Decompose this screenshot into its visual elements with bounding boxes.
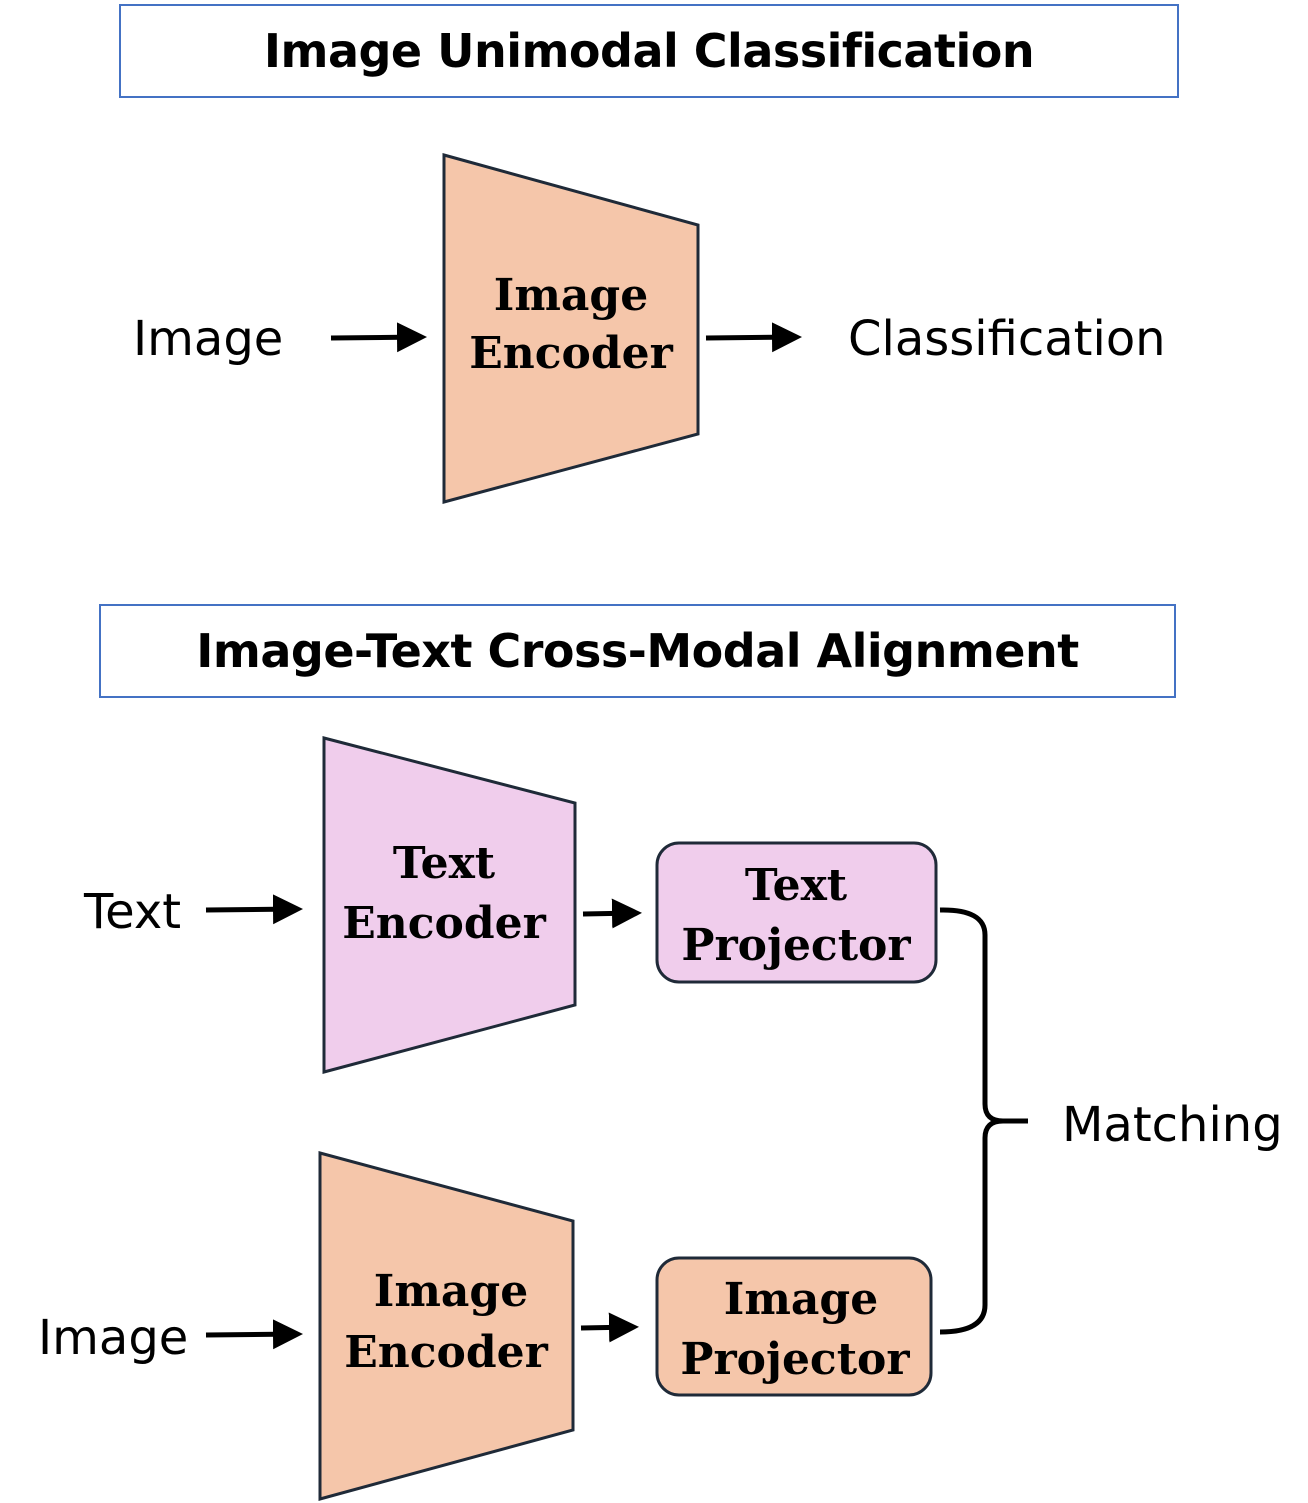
- text-projector-box: [655, 841, 938, 984]
- section1-image-encoder-shape: [442, 153, 700, 504]
- section1-title-box: Image Unimodal Classification: [119, 4, 1179, 98]
- text-encoder-shape: [322, 736, 577, 1074]
- section2-text-input-arrow: [205, 894, 303, 925]
- section1-image-encoder-line1: Image: [494, 270, 648, 321]
- text-encoder-line1: Text: [393, 838, 496, 889]
- section1-output-label: Classification: [848, 311, 1166, 367]
- text-projector-line2: Projector: [681, 920, 911, 971]
- image-projector-line1: Image: [724, 1274, 878, 1325]
- image-projector-line2: Projector: [680, 1334, 910, 1385]
- section2-image-input-label: Image: [38, 1310, 188, 1366]
- section2-title-box: Image-Text Cross-Modal Alignment: [99, 604, 1176, 698]
- text-projector-line1: Text: [745, 860, 848, 911]
- section2-title: Image-Text Cross-Modal Alignment: [196, 624, 1079, 678]
- section1-image-encoder-line2: Encoder: [469, 328, 673, 379]
- matching-label: Matching: [1062, 1097, 1283, 1153]
- text-encoder-to-projector-arrow: [582, 898, 642, 929]
- image-encoder-line2: Encoder: [344, 1327, 548, 1378]
- matching-brace: [939, 907, 1028, 1335]
- section2-text-input-label: Text: [83, 884, 181, 940]
- section1-input-label: Image: [133, 311, 283, 367]
- image-encoder-line1: Image: [374, 1266, 528, 1317]
- image-projector-box: [655, 1256, 933, 1397]
- section1-input-arrow: [330, 322, 427, 353]
- image-encoder-shape: [318, 1151, 575, 1501]
- section1-title: Image Unimodal Classification: [263, 24, 1035, 78]
- image-encoder-to-projector-arrow: [580, 1312, 639, 1343]
- text-encoder-line2: Encoder: [342, 898, 546, 949]
- section2-image-input-arrow: [205, 1319, 303, 1350]
- section1-output-arrow: [705, 322, 802, 353]
